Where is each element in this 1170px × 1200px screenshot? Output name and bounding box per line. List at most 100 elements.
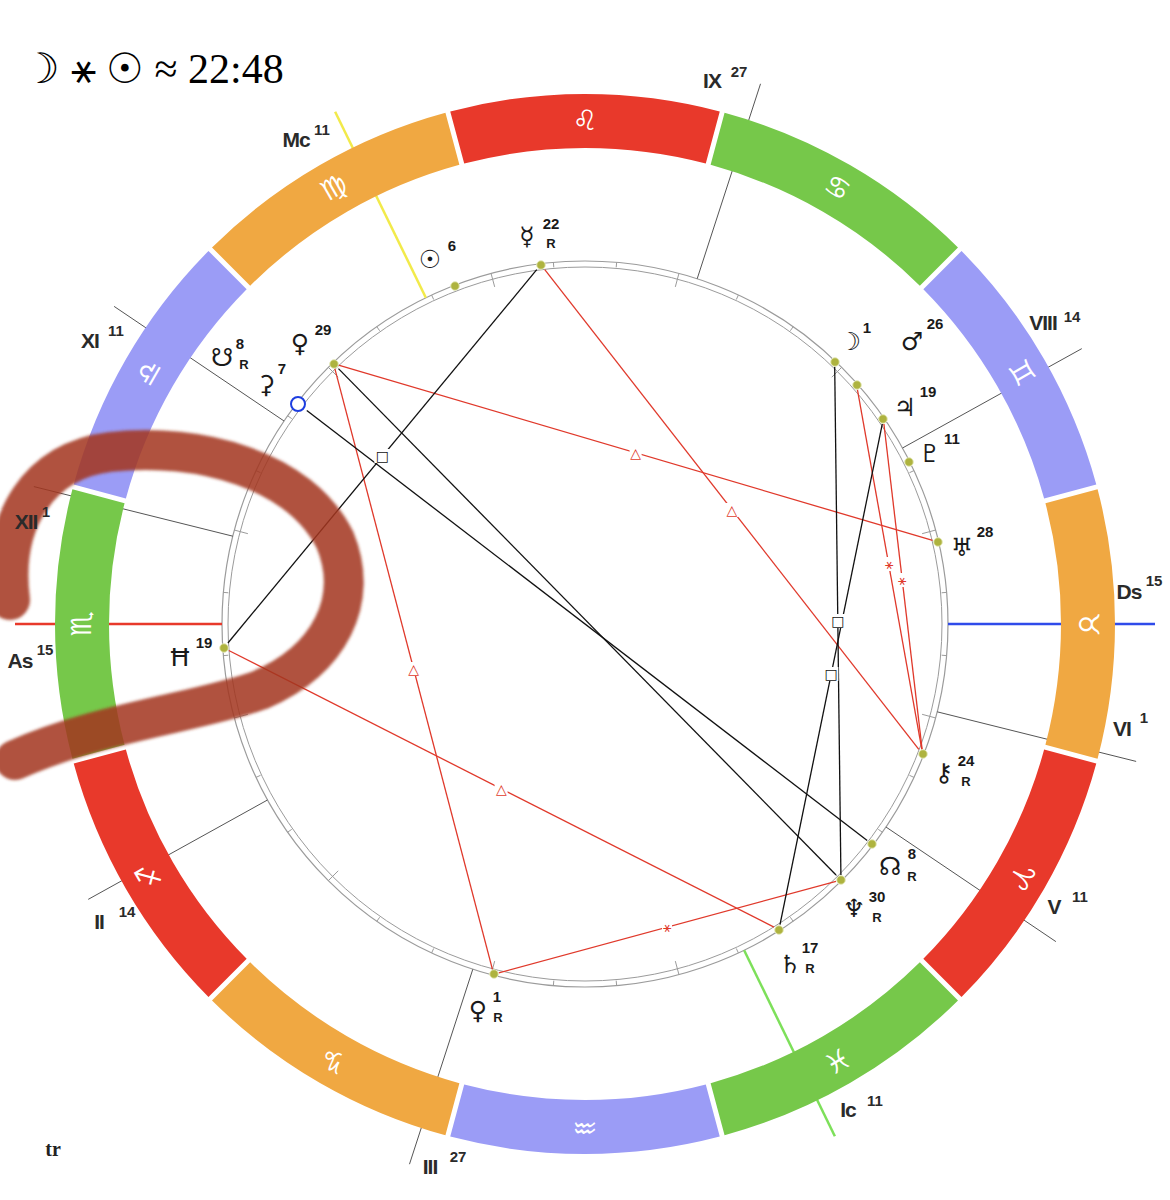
degree-tick bbox=[736, 295, 738, 300]
house-label: XII bbox=[15, 511, 38, 532]
degree-number: 28 bbox=[977, 524, 994, 539]
planet-glyph: ☉ bbox=[419, 247, 441, 272]
planet-dot-shape bbox=[774, 925, 784, 935]
retrograde-mark: R bbox=[907, 869, 916, 882]
planet-dot-shape bbox=[867, 839, 877, 849]
aspect-line bbox=[780, 424, 882, 925]
degree-tick bbox=[736, 948, 738, 953]
zodiac-sign-band: ♊ bbox=[921, 249, 1097, 501]
degree-number: 24 bbox=[958, 752, 975, 767]
planet-glyph: ☽ bbox=[839, 329, 861, 354]
aspect-symbol: △ bbox=[407, 662, 420, 676]
planet-glyph: ♂ bbox=[901, 329, 923, 354]
planet-glyph: ⚷ bbox=[935, 759, 953, 784]
sign-band-fill bbox=[711, 113, 958, 286]
retrograde-mark: R bbox=[546, 237, 555, 250]
aspect-line bbox=[228, 270, 537, 643]
planet-dot-shape bbox=[852, 380, 862, 390]
planet-dot bbox=[868, 840, 877, 849]
house-degree: 11 bbox=[314, 122, 330, 137]
aspect-symbol: □ bbox=[824, 667, 839, 681]
planet-dot-shape bbox=[329, 359, 339, 369]
planet-dot-shape bbox=[289, 395, 307, 413]
retrograde-mark: R bbox=[805, 961, 814, 974]
degree-tick bbox=[288, 829, 292, 832]
degree-tick bbox=[790, 327, 793, 331]
degree-number: 1 bbox=[493, 988, 501, 1003]
aspect-line bbox=[884, 424, 922, 749]
sign-band-fill bbox=[1045, 489, 1115, 759]
degree-number: 11 bbox=[944, 431, 960, 446]
planet-glyph: Ħ bbox=[169, 644, 192, 669]
house-degree: 1 bbox=[42, 504, 50, 519]
degree-tick bbox=[878, 829, 882, 832]
aspect-line bbox=[335, 369, 493, 970]
degree-tick bbox=[256, 471, 261, 473]
transit-mark: tr bbox=[45, 1139, 61, 1159]
planet-point: ☽1 bbox=[830, 357, 840, 367]
aspect-line bbox=[857, 390, 921, 750]
degree-tick bbox=[288, 416, 292, 419]
planet-dot bbox=[933, 538, 942, 547]
house-label: VI bbox=[1113, 718, 1131, 739]
degree-tick bbox=[377, 327, 380, 331]
planet-point: Ħ19 bbox=[219, 643, 229, 653]
degree-tick bbox=[553, 262, 554, 267]
degree-tick bbox=[256, 775, 261, 777]
house-degree: 14 bbox=[1064, 309, 1081, 324]
planet-dot bbox=[329, 359, 338, 368]
zodiac-sign-band: ♒ bbox=[447, 1083, 723, 1154]
degree-tick bbox=[432, 295, 434, 300]
degree-number: 19 bbox=[920, 384, 937, 399]
zodiac-sign-band: ♏ bbox=[55, 486, 126, 762]
inner-circle bbox=[228, 267, 942, 981]
degree-tick bbox=[942, 655, 947, 656]
house-label: IX bbox=[703, 70, 721, 91]
planet-dot bbox=[451, 282, 460, 291]
degree-number: 8 bbox=[908, 845, 916, 860]
degree-tick bbox=[223, 592, 228, 593]
retrograde-mark: R bbox=[239, 358, 248, 371]
planet-point: ♆30R bbox=[836, 875, 846, 885]
red-scribble bbox=[8, 450, 343, 760]
aspect-line bbox=[307, 411, 867, 841]
planet-dot-shape bbox=[918, 749, 928, 759]
house-degree: 27 bbox=[450, 1149, 467, 1164]
retrograde-mark: R bbox=[961, 774, 970, 787]
degree-tick bbox=[832, 367, 842, 377]
degree-tick bbox=[616, 981, 617, 986]
degree-tick bbox=[675, 273, 679, 287]
house-label: VIII bbox=[1029, 312, 1057, 333]
degree-tick bbox=[553, 981, 554, 986]
house-degree: 11 bbox=[867, 1093, 883, 1108]
planet-dot-shape bbox=[836, 875, 846, 885]
planet-point: ♀1R bbox=[489, 969, 499, 979]
degree-tick bbox=[909, 775, 914, 777]
sign-glyph: ♒ bbox=[572, 1113, 597, 1141]
zodiac-sign-band: ♉ bbox=[1044, 486, 1115, 762]
degree-tick bbox=[909, 471, 914, 473]
aspect-symbol: □ bbox=[375, 449, 390, 463]
zodiac-sign-band: ♑ bbox=[210, 960, 462, 1136]
planet-dot bbox=[837, 876, 846, 885]
degree-tick bbox=[790, 917, 793, 921]
degree-number: 17 bbox=[802, 939, 819, 954]
sign-band-fill bbox=[711, 962, 958, 1135]
planet-glyph: ⚳ bbox=[257, 372, 275, 397]
house-degree: 11 bbox=[1072, 889, 1088, 904]
degree-tick bbox=[922, 714, 936, 718]
planet-dot-shape bbox=[904, 457, 914, 467]
sign-band-fill bbox=[923, 251, 1096, 498]
zodiac-sign-band: ♎ bbox=[73, 249, 249, 501]
planet-point: ☋8R bbox=[289, 395, 307, 413]
planet-dot bbox=[219, 644, 228, 653]
planet-glyph: ☋ bbox=[211, 345, 233, 370]
aspect-symbol: □ bbox=[830, 614, 845, 628]
sign-glyph: ♉ bbox=[1074, 611, 1102, 636]
aspect-symbol: △ bbox=[495, 782, 508, 796]
degree-tick bbox=[377, 917, 380, 921]
planet-dot-shape bbox=[450, 281, 460, 291]
